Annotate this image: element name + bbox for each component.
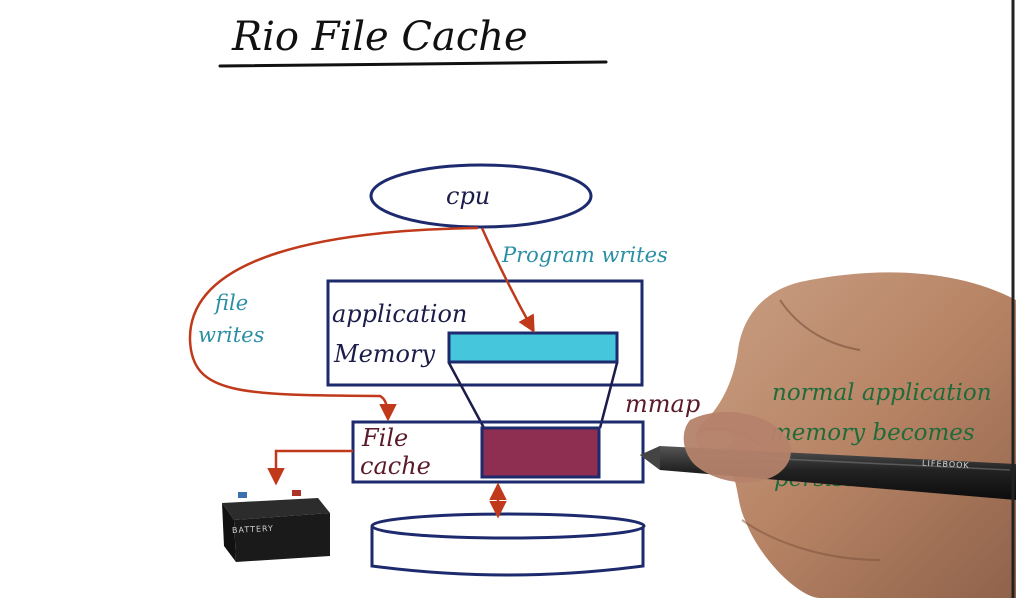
file-cache-label-line2: cache <box>360 452 431 480</box>
program-writes-label: Program writes <box>501 243 668 267</box>
mmap-mapping-lines <box>447 362 619 429</box>
file-cache-node: File cache <box>351 420 645 484</box>
file-cache-region <box>480 426 601 479</box>
file-writes-arrow <box>188 226 479 422</box>
cpu-node: cpu <box>369 163 593 229</box>
disk-body <box>370 527 645 577</box>
application-memory-label-line2: Memory <box>333 340 435 368</box>
application-memory-label-line1: application <box>332 300 467 328</box>
application-memory-box <box>326 279 644 387</box>
file-cache-label-line1: File <box>361 424 408 452</box>
file-writes-label-line2: writes <box>198 323 265 347</box>
mmap-note-line2: memory becomes <box>770 420 975 446</box>
cpu-ellipse <box>369 163 593 229</box>
page-title: Rio File Cache <box>231 14 528 60</box>
finger-overlay <box>683 411 791 483</box>
mmap-note-line1: normal application <box>772 380 992 406</box>
program-writes-arrow <box>480 227 535 334</box>
disk-top <box>370 512 646 540</box>
title-underline <box>218 60 608 68</box>
mapped-memory-region <box>447 331 619 364</box>
file-writes-label-line1: file <box>213 291 248 315</box>
mmap-label: mmap <box>625 390 700 418</box>
cpu-label: cpu <box>446 182 490 210</box>
pen-brand-label: LIFEBOOK <box>922 459 970 470</box>
application-memory-node: application Memory <box>326 279 644 387</box>
battery-arrow <box>267 449 353 486</box>
battery-label: BATTERY <box>232 524 274 535</box>
disk-node <box>370 512 646 577</box>
battery-icon: BATTERY <box>222 490 330 562</box>
